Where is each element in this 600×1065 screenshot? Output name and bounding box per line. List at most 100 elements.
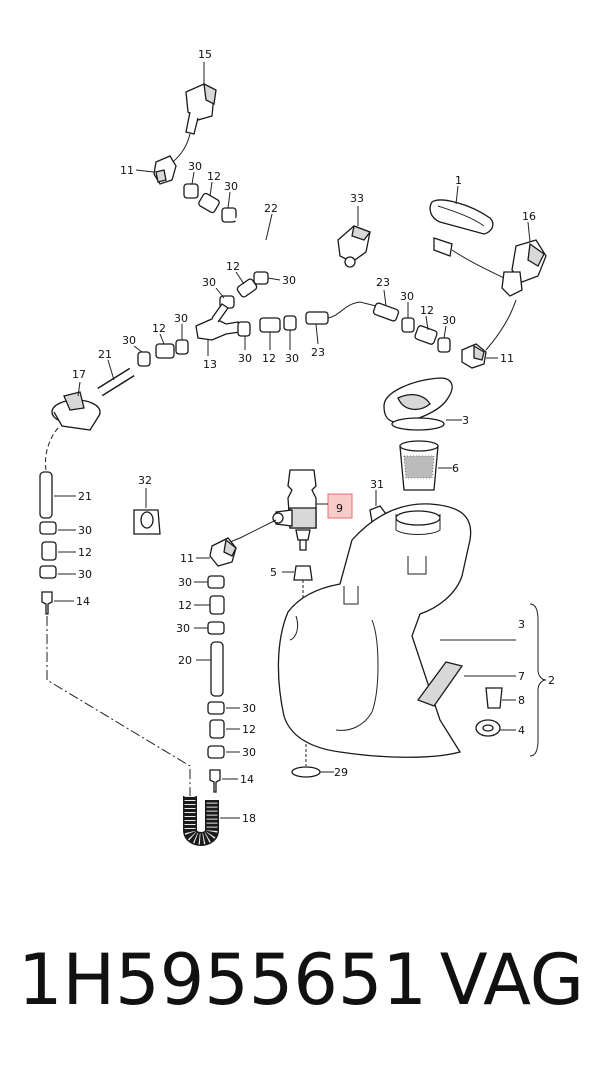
valve-14-mid <box>209 769 221 793</box>
nozzle-16 <box>433 237 547 297</box>
clip-30-m <box>207 575 225 589</box>
pump-17 <box>51 391 101 431</box>
callout-7: 7 <box>518 670 525 683</box>
clip-30-b <box>221 207 237 223</box>
pad-7 <box>416 661 464 707</box>
callout-23-a: 23 <box>311 346 325 359</box>
callout-14-mid: 14 <box>240 773 254 786</box>
hose-23-b <box>372 302 400 322</box>
callout-6: 6 <box>452 462 459 475</box>
callout-12-f: 12 <box>78 546 92 559</box>
callout-30-l: 30 <box>78 568 92 581</box>
seal-29 <box>291 766 321 778</box>
callout-12-b: 12 <box>226 260 240 273</box>
callout-30-j: 30 <box>442 314 456 327</box>
callout-12-a: 12 <box>207 170 221 183</box>
callout-15: 15 <box>198 48 212 61</box>
t-piece-13 <box>195 303 241 341</box>
clip-30-p <box>207 745 225 759</box>
callout-30-i: 30 <box>400 290 414 303</box>
callout-32: 32 <box>138 474 152 487</box>
brand: VAG <box>439 939 584 1021</box>
connector-11-top <box>153 155 177 185</box>
callout-30-f: 30 <box>122 334 136 347</box>
clip-30-g <box>237 321 251 337</box>
callout-9: 9 <box>336 502 343 515</box>
hose-18 <box>183 796 219 846</box>
callout-16: 16 <box>522 210 536 223</box>
callout-30-a: 30 <box>188 160 202 173</box>
callout-30-n: 30 <box>176 622 190 635</box>
callout-30-c: 30 <box>282 274 296 287</box>
tube-12-f <box>41 541 57 561</box>
hose-21-left <box>39 471 53 519</box>
valve-14-left <box>41 591 53 615</box>
plug-8 <box>485 687 503 709</box>
cover-1 <box>429 199 494 235</box>
callout-21-left: 21 <box>78 490 92 503</box>
tube-12-a <box>198 192 220 214</box>
tube-12-h <box>209 719 225 739</box>
callout-21-top: 21 <box>98 348 112 361</box>
grommet-5 <box>293 565 313 581</box>
clip-30-e <box>175 339 189 355</box>
cap-3 <box>383 377 453 431</box>
callout-2: 2 <box>548 674 555 687</box>
clip-30-a <box>183 183 199 199</box>
clip-30-i <box>401 317 415 333</box>
callout-33: 33 <box>350 192 364 205</box>
callout-3-cap: 3 <box>462 414 469 427</box>
callout-1: 1 <box>455 174 462 187</box>
tube-12-e <box>414 325 438 345</box>
clip-33 <box>337 225 372 268</box>
parts-diagram: 15 11 30 12 30 22 12 30 30 13 30 12 30 <box>39 48 555 846</box>
clip-30-l <box>39 565 57 579</box>
highlight-box-9 <box>327 493 353 519</box>
callout-12-h: 12 <box>242 723 256 736</box>
callout-30-d: 30 <box>202 276 216 289</box>
clip-30-j <box>437 337 451 353</box>
callout-8: 8 <box>518 694 525 707</box>
clip-30-o <box>207 701 225 715</box>
callout-12-c: 12 <box>152 322 166 335</box>
clip-30-k <box>39 521 57 535</box>
callout-4: 4 <box>518 724 525 737</box>
callout-30-g: 30 <box>238 352 252 365</box>
reservoir-2 <box>277 503 472 758</box>
callout-17: 17 <box>72 368 86 381</box>
hose-20 <box>210 641 224 697</box>
callout-30-m: 30 <box>178 576 192 589</box>
callout-30-h: 30 <box>285 352 299 365</box>
tube-12-g <box>209 595 225 615</box>
clip-30-f <box>137 351 151 367</box>
callout-31: 31 <box>370 478 384 491</box>
bracket-32 <box>133 509 161 535</box>
callout-23-b: 23 <box>376 276 390 289</box>
callout-3-tank: 3 <box>518 618 525 631</box>
callout-12-g: 12 <box>178 599 192 612</box>
callout-11-mid: 11 <box>180 552 194 565</box>
connector-11-mid <box>209 537 237 567</box>
callout-12-d: 12 <box>262 352 276 365</box>
callout-13: 13 <box>203 358 217 371</box>
tube-12-c <box>155 343 175 359</box>
callout-30-k: 30 <box>78 524 92 537</box>
callout-30-p: 30 <box>242 746 256 759</box>
callout-20: 20 <box>178 654 192 667</box>
callout-5: 5 <box>270 566 277 579</box>
clip-30-n <box>207 621 225 635</box>
callout-14-left: 14 <box>76 595 90 608</box>
callout-29: 29 <box>334 766 348 779</box>
callout-30-e: 30 <box>174 312 188 325</box>
callout-11-top: 11 <box>120 164 134 177</box>
callout-30-b: 30 <box>224 180 238 193</box>
connector-11-right <box>461 343 487 369</box>
callout-22: 22 <box>264 202 278 215</box>
hose-23-a <box>305 311 329 325</box>
footer: 1H5955651 VAG <box>0 930 600 1040</box>
nozzle-15 <box>185 82 217 135</box>
callout-30-o: 30 <box>242 702 256 715</box>
callout-11-right: 11 <box>500 352 514 365</box>
clip-30-c <box>253 271 269 285</box>
tube-12-d <box>259 317 281 333</box>
